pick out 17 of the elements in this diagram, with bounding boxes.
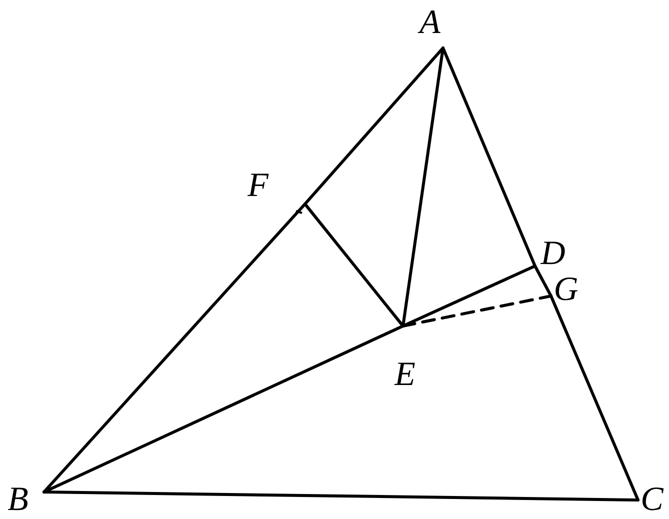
point-label: G [554,273,578,307]
point-label: A [420,6,440,40]
line-segment [42,202,306,494]
line-segment [534,264,552,298]
point-label: C [640,483,664,517]
point-label: D [540,237,566,271]
line-segment [42,490,640,502]
line-segment [304,202,404,328]
point-label: E [394,358,416,392]
line-segment [442,46,536,268]
line-segment [550,294,640,502]
line-segment [304,46,444,206]
point-label: F [248,169,268,203]
dashed-line-segment [402,294,552,328]
line-segment [42,324,404,494]
line-segment [402,264,536,328]
point-label: B [8,483,28,517]
